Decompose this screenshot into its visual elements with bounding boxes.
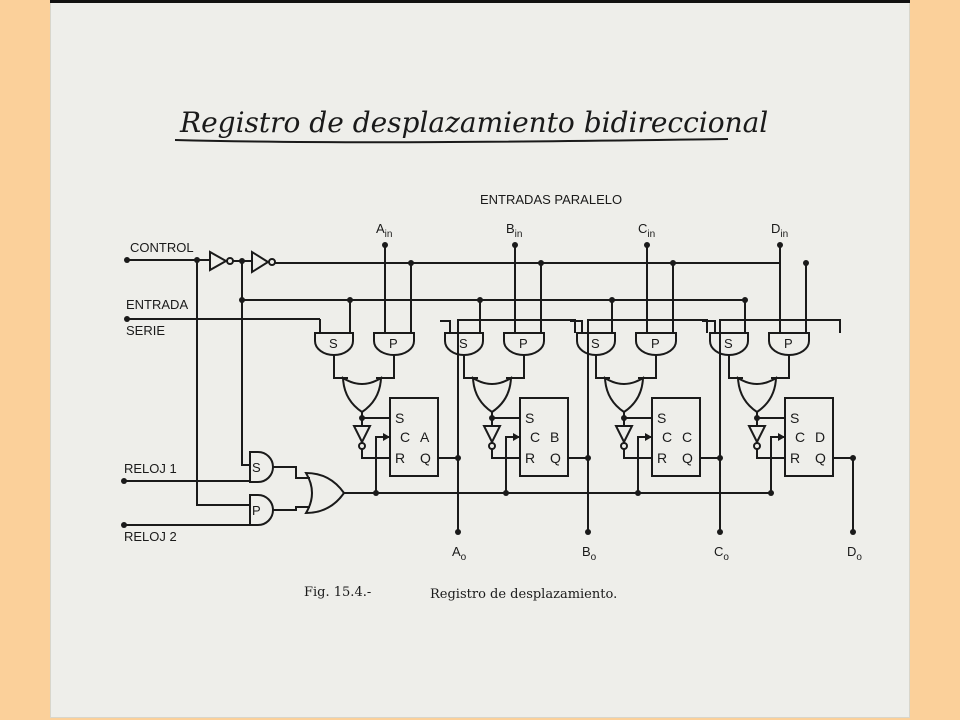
figure-number: Fig. 15.4.- [304,585,371,600]
svg-text:Q: Q [420,450,431,466]
inverter [747,425,767,450]
svg-text:S: S [252,460,261,475]
svg-text:S: S [459,336,468,351]
parallel-input-label: Bin [506,221,522,240]
parallel-input-label: Din [771,221,788,240]
or-gate [471,376,513,414]
scan-edge [50,0,910,3]
parallel-input-label: Ain [376,221,392,240]
control-inverter-1 [209,250,234,272]
svg-text:S: S [329,336,338,351]
scanned-page [50,0,910,718]
clock2-or-wire [273,506,310,511]
output-terminal [455,529,461,535]
output-terminal [585,529,591,535]
serial-input-label-1: ENTRADA [126,297,188,312]
title-underline [174,138,729,144]
output-label: Ao [452,544,467,563]
junction [239,297,245,303]
svg-text:C: C [795,429,805,445]
inverter [482,425,502,450]
output-label: Co [714,544,729,563]
parallel-and-gate: P [768,332,810,356]
clock1-or-wire [273,466,310,479]
control-bus [124,259,780,526]
output-terminal [717,529,723,535]
inverter [352,425,372,450]
svg-text:A: A [420,429,430,445]
svg-text:P: P [519,336,528,351]
or-gate [341,376,383,414]
clock2-and-gate: P [249,494,274,526]
parallel-input-terminal [382,242,388,248]
serial-input-label-2: SERIE [126,323,165,338]
svg-text:P: P [651,336,660,351]
serial-and-gate: S [576,332,616,356]
clock2-label: RELOJ 2 [124,529,177,544]
svg-text:C: C [400,429,410,445]
inverter [614,425,634,450]
diagram-title: Registro de desplazamiento bidireccional [179,106,768,139]
svg-text:Q: Q [550,450,561,466]
clock1-label: RELOJ 1 [124,461,177,476]
parallel-input-terminal [777,242,783,248]
svg-text:Q: Q [682,450,693,466]
svg-text:R: R [790,450,800,466]
svg-text:S: S [790,410,799,426]
svg-text:S: S [724,336,733,351]
parallel-inputs-header: ENTRADAS PARALELO [480,192,622,207]
svg-text:D: D [815,429,825,445]
parallel-and-gate: P [635,332,677,356]
svg-text:S: S [395,410,404,426]
or-gate [603,376,645,414]
svg-text:S: S [591,336,600,351]
clock1-and-gate: S [249,451,274,483]
parallel-and-gate: P [373,332,415,356]
parallel-and-gate: P [503,332,545,356]
output-terminal [850,529,856,535]
svg-text:R: R [525,450,535,466]
svg-text:C: C [662,429,672,445]
svg-text:Q: Q [815,450,826,466]
junction [239,258,245,264]
svg-text:P: P [784,336,793,351]
serial-and-gate: S [444,332,484,356]
clock-or-gate [304,471,346,515]
figure-caption: Registro de desplazamiento. [430,587,617,602]
or-gate [736,376,778,414]
svg-text:P: P [252,503,261,518]
parallel-input-terminal [644,242,650,248]
svg-text:C: C [530,429,540,445]
svg-text:R: R [395,450,405,466]
svg-text:P: P [389,336,398,351]
parallel-input-label: Cin [638,221,655,240]
svg-text:S: S [657,410,666,426]
svg-text:B: B [550,429,559,445]
serial-and-gate: S [314,332,354,356]
output-label: Do [847,544,862,563]
control-inverter-2 [251,250,276,274]
svg-text:C: C [682,429,692,445]
output-label: Bo [582,544,597,563]
svg-text:R: R [657,450,667,466]
parallel-input-terminal [512,242,518,248]
control-label: CONTROL [130,240,194,255]
svg-text:S: S [525,410,534,426]
junction [194,257,200,263]
serial-and-gate: S [709,332,749,356]
